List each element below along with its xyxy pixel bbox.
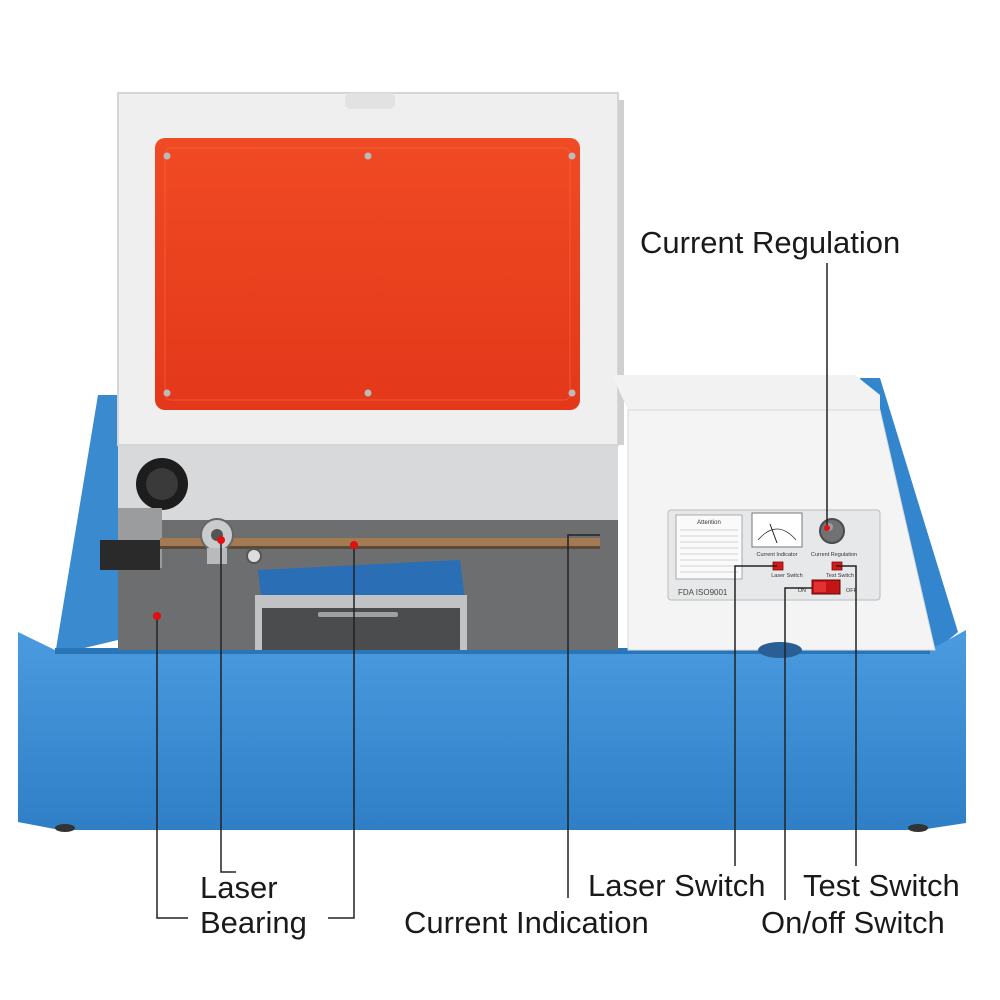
leader-current-indication [567, 534, 600, 898]
stepper-motor [100, 540, 160, 570]
leader-on-off-switch [784, 587, 812, 900]
test-switch-label: Test Switch [826, 573, 854, 579]
meter-label: Current Indicator [757, 552, 798, 558]
label-bearing: Bearing [200, 905, 307, 940]
exhaust-port-inner [146, 468, 178, 500]
certification-text: FDA ISO9001 [678, 588, 728, 597]
leader-laser-bearing [220, 540, 236, 873]
marker-laser-head [217, 536, 225, 544]
window-screw [163, 152, 171, 160]
front-panel [18, 630, 966, 830]
leader-bearing [328, 545, 355, 919]
meter-needle [769, 523, 778, 544]
lid [117, 92, 624, 446]
window-screw [364, 389, 372, 397]
foot-right [908, 824, 928, 832]
meter-scale [757, 528, 797, 541]
lid-handle [345, 93, 395, 109]
marker-laser [153, 612, 161, 620]
x-rail-shadow [160, 546, 600, 549]
foot-left [55, 824, 75, 832]
knob-label: Current Regulation [811, 552, 857, 558]
control-panel: Attention Current Indicator Current Regu… [667, 509, 881, 601]
current-knob[interactable] [819, 518, 845, 544]
x-rail [160, 538, 600, 546]
leader-test-switch [836, 565, 857, 866]
lid-edge [618, 100, 624, 445]
work-area [100, 445, 618, 650]
window-screw [568, 152, 576, 160]
leader-laser-switch [734, 565, 777, 866]
window-screw [568, 389, 576, 397]
housing-top [612, 375, 880, 410]
laser-switch-label: Laser Switch [771, 573, 803, 579]
window-reflection [164, 147, 571, 401]
leader-lines [156, 263, 857, 919]
left-side-wall [55, 395, 118, 655]
label-laser: Laser [200, 870, 278, 905]
label-test-switch: Test Switch [803, 868, 960, 903]
label-current-regulation: Current Regulation [640, 225, 901, 260]
marker-dots [153, 525, 830, 620]
clamp-slot [318, 612, 398, 617]
bearing-wheel [246, 548, 262, 564]
warning-sticker [675, 514, 743, 580]
marker-bearing [350, 541, 358, 549]
window-screw [364, 152, 372, 160]
current-meter [751, 512, 803, 548]
laser-head-mount [207, 548, 227, 564]
warning-title: Attention [697, 520, 721, 526]
protective-window [155, 138, 580, 410]
label-current-indication: Current Indication [404, 905, 649, 940]
label-on-off-switch: On/off Switch [761, 905, 945, 940]
power-switch-rocker [814, 582, 826, 592]
clamp-plate [258, 560, 465, 605]
marker-current-regulation [824, 525, 830, 531]
window-screw [163, 389, 171, 397]
power-off-label: OFF [846, 588, 858, 594]
leader-laser [156, 616, 188, 919]
power-on-label: ON [798, 588, 806, 594]
vent-hole [758, 642, 802, 658]
front-edge [55, 648, 930, 654]
label-laser-switch: Laser Switch [588, 868, 766, 903]
